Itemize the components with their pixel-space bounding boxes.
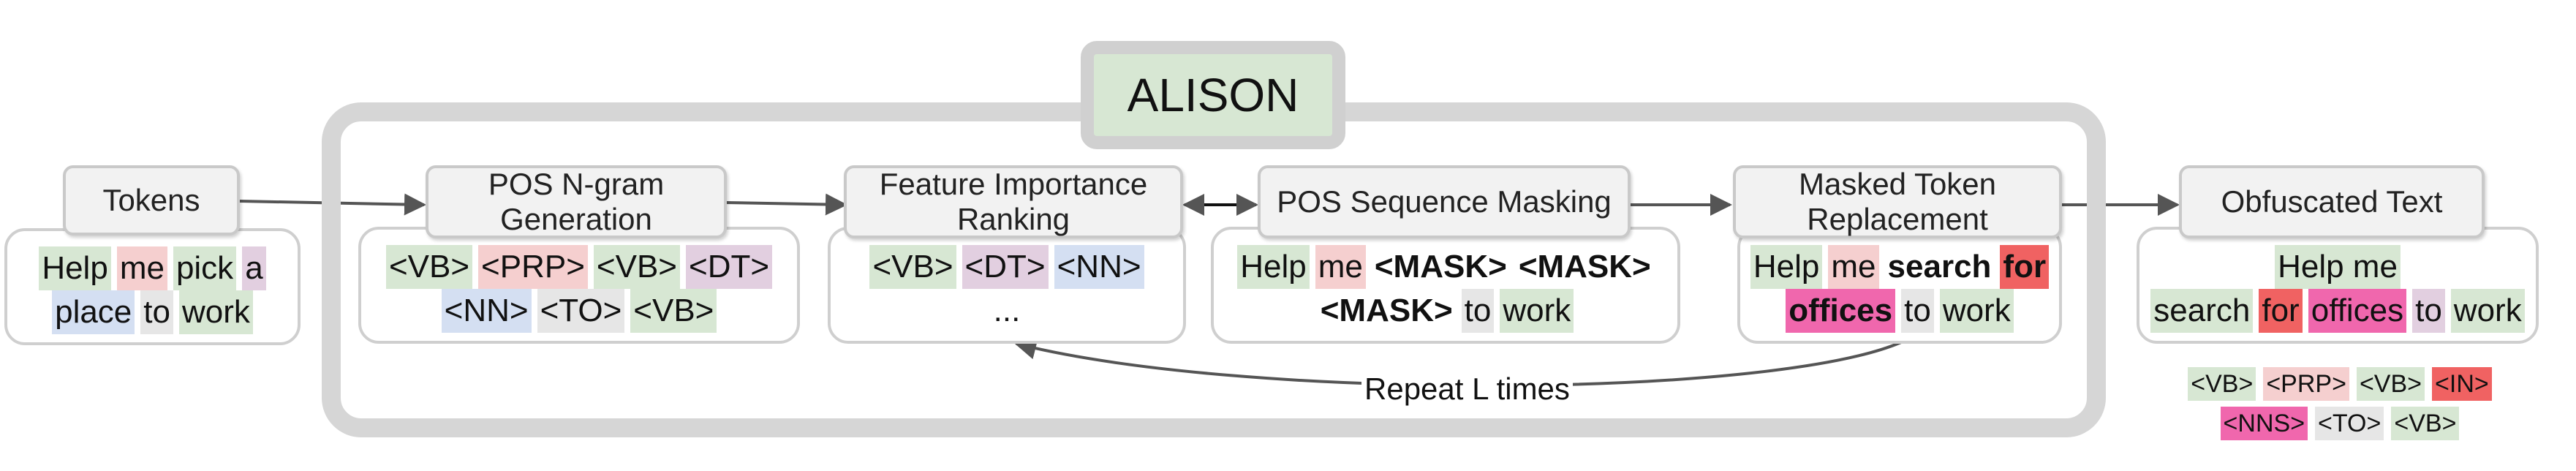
obfuscated-line-1: Help me [2272,245,2403,289]
pos-ngram-line-2: <NN><TO><VB> [439,289,720,333]
pos-ngram-line-1: <VB><PRP><VB><DT> [383,245,775,289]
token: <NN> [441,289,532,333]
pos-ngram-content-box: <VB><PRP><VB><DT> <NN><TO><VB> [358,227,800,344]
token: me [116,246,167,290]
obfuscated-tags-line-1: <VB><PRP><VB><IN> [2150,367,2530,401]
token: pick [173,246,237,290]
token: Help [1237,245,1310,289]
token: <NNS> [2220,407,2308,440]
obfuscated-tags-line-2: <NNS><TO><VB> [2150,407,2530,440]
token: <VB> [869,245,956,289]
token: me [1315,245,1366,289]
header-masked-token-replacement: Masked Token Replacement [1733,165,2062,238]
token: to [1901,289,1934,333]
header-pos-ngram: POS N-gram Generation [426,165,727,238]
header-tokens: Tokens [63,165,240,236]
token: <TO> [537,289,625,333]
token: for [2259,289,2303,333]
token: work [178,290,253,334]
token: work [2450,289,2525,333]
ranking-content-box: <VB><DT><NN> ... [828,227,1186,344]
token: <VB> [2188,367,2256,401]
token: Help [1750,245,1823,289]
token: offices [1786,289,1896,333]
token: offices [2308,289,2407,333]
repeat-loop-label: Repeat L times [1361,372,1573,407]
token: <VB> [630,289,717,333]
token: <MASK> [1374,249,1507,285]
token: <PRP> [2263,367,2349,401]
token: me [1828,245,1879,289]
token: <MASK> [1320,293,1453,328]
token: Help me [2275,245,2401,289]
token: work [1500,289,1574,333]
token: a [242,246,266,290]
token: <PRP> [478,245,588,289]
token: <VB> [2356,367,2425,401]
alison-frame [322,102,2106,437]
arrow-pos-to-ranking [726,193,847,216]
header-obfuscated-text: Obfuscated Text [2179,165,2485,238]
token: <NN> [1054,245,1144,289]
token: to [140,290,173,334]
token: <VB> [385,245,473,289]
token: <TO> [2315,407,2384,440]
header-pos-masking: POS Sequence Masking [1258,165,1631,238]
alison-title: ALISON [1081,41,1345,149]
header-feature-importance: Feature Importance Ranking [844,165,1183,238]
token: search [1887,249,1992,285]
token: work [1939,289,2014,333]
token: Help [39,246,111,290]
token: <DT> [962,245,1049,289]
token: search [2150,289,2254,333]
token: place [52,290,135,334]
token: for [2000,245,2050,289]
token: to [2412,289,2445,333]
ranking-line-1: <VB><DT><NN> [866,245,1147,289]
ranking-ellipsis: ... [993,293,1021,328]
token: <IN> [2432,367,2492,401]
token: <VB> [593,245,680,289]
token: <DT> [686,245,773,289]
token: <MASK> [1518,249,1651,285]
token: to [1461,289,1495,333]
token: <VB> [2391,407,2460,440]
